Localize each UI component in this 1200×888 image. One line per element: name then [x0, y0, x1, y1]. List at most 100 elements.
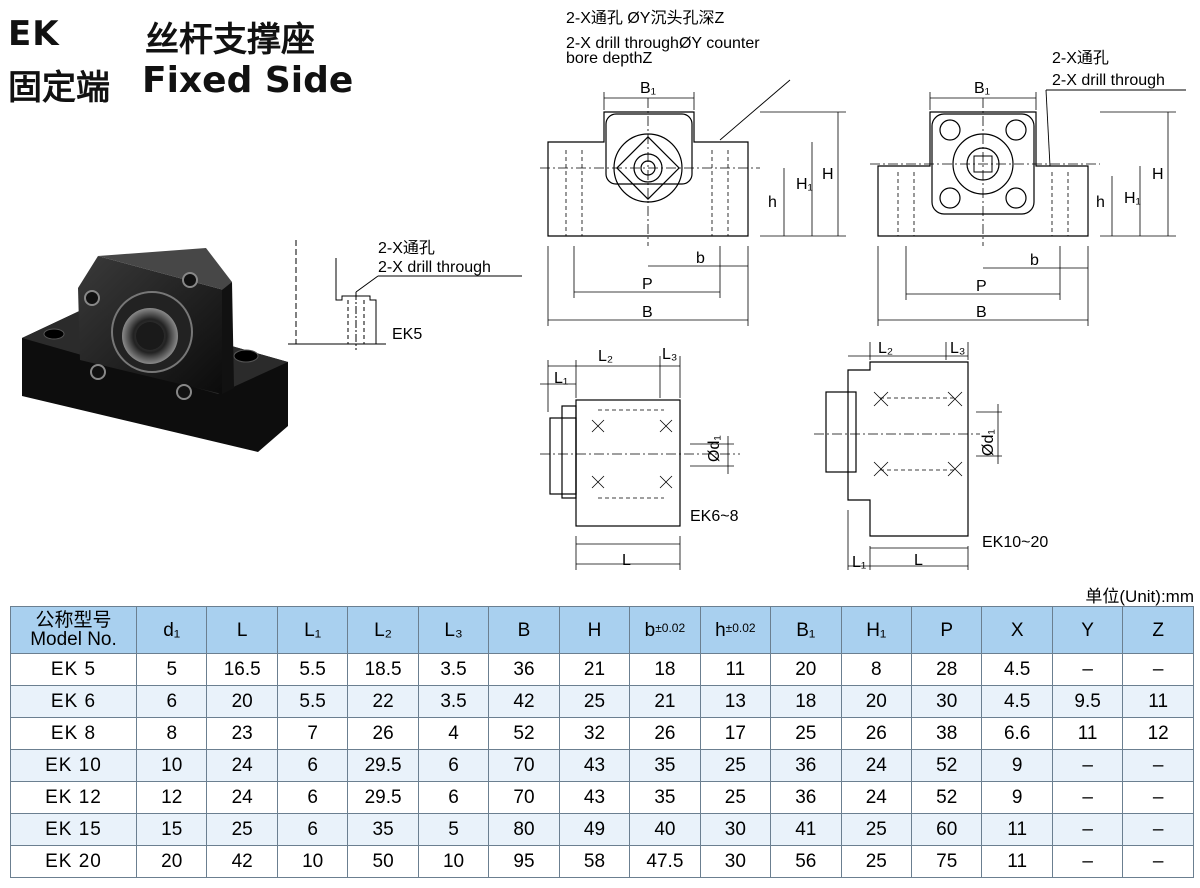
header-model: 公称型号 Model No. — [10, 606, 137, 654]
technical-drawings — [22, 79, 1186, 570]
table-cell: 41 — [770, 813, 842, 846]
table-cell: 5 — [417, 813, 490, 846]
table-cell: 25 — [840, 845, 912, 878]
dim-l3-right: L₃ — [950, 340, 966, 357]
table-cell: 43 — [558, 781, 631, 814]
unit-label: 单位(Unit):mm — [1085, 587, 1194, 606]
table-cell: 29.5 — [347, 781, 419, 814]
table-cell: 30 — [910, 685, 983, 718]
dim-b-small-left: b — [696, 250, 705, 267]
table-cell: 26 — [840, 717, 912, 750]
table-cell: 6.6 — [981, 717, 1053, 750]
table-cell: 13 — [699, 685, 772, 718]
table-cell: 24 — [840, 749, 912, 782]
table-cell: – — [1051, 845, 1124, 878]
table-cell: – — [1051, 781, 1124, 814]
table-cell: 8 — [840, 653, 912, 686]
dim-h-right: H — [1152, 166, 1164, 183]
table-cell: 24 — [206, 781, 278, 814]
table-cell: 29.5 — [347, 749, 419, 782]
dim-l-left: L — [622, 552, 631, 569]
table-cell: 4.5 — [981, 653, 1053, 686]
table-cell: 35 — [347, 813, 419, 846]
table-cell: 5 — [135, 653, 208, 686]
label-ek6-8: EK6~8 — [690, 508, 739, 525]
dim-p-left: P — [642, 276, 653, 293]
dim-b-left: B — [642, 304, 653, 321]
table-cell: 30 — [699, 813, 772, 846]
model-cell: EK 8 — [10, 717, 137, 750]
table-cell: 21 — [629, 685, 701, 718]
header-h1: H₁ — [840, 606, 912, 654]
header-model-en: Model No. — [30, 629, 117, 650]
table-cell: 40 — [629, 813, 701, 846]
table-cell: 58 — [558, 845, 631, 878]
note-top-english-2: bore depthZ — [566, 50, 653, 67]
dim-h-left: H — [822, 166, 834, 183]
table-cell: 22 — [347, 685, 419, 718]
table-cell: 24 — [206, 749, 278, 782]
dim-b-small-right: b — [1030, 252, 1039, 269]
table-cell: 3.5 — [417, 685, 490, 718]
table-cell: 80 — [488, 813, 560, 846]
table-cell: 38 — [910, 717, 983, 750]
title-fixed-chinese: 固定端 — [8, 68, 110, 108]
header-b-tolerance: ±0.02 — [655, 620, 686, 635]
table-cell: – — [1122, 653, 1194, 686]
table-cell: 8 — [135, 717, 208, 750]
table-cell: 75 — [910, 845, 983, 878]
table-cell: 32 — [558, 717, 631, 750]
table-cell: 35 — [629, 781, 701, 814]
table-cell: 7 — [276, 717, 349, 750]
table-cell: 11 — [981, 845, 1053, 878]
table-cell: 42 — [488, 685, 560, 718]
header-x: X — [981, 606, 1053, 654]
table-cell: 25 — [770, 717, 842, 750]
header-h-small-letter: h — [715, 619, 726, 641]
table-cell: 6 — [276, 749, 349, 782]
table-cell: 49 — [558, 813, 631, 846]
table-cell: 10 — [417, 845, 490, 878]
table-cell: 9.5 — [1051, 685, 1124, 718]
table-cell: 11 — [981, 813, 1053, 846]
table-cell: 52 — [910, 781, 983, 814]
dim-l3-left: L₃ — [662, 346, 678, 363]
header-h: H — [558, 606, 631, 654]
dim-h1-left: H₁ — [796, 176, 813, 193]
table-cell: 6 — [276, 781, 349, 814]
label-ek5: EK5 — [392, 326, 423, 343]
table-cell: 6 — [135, 685, 208, 718]
table-cell: 70 — [488, 781, 560, 814]
table-cell: 12 — [135, 781, 208, 814]
table-cell: 25 — [206, 813, 278, 846]
header-d1: d₁ — [135, 606, 208, 654]
table-cell: 10 — [135, 749, 208, 782]
dim-l1-right: L₁ — [852, 554, 867, 571]
table-cell: 36 — [488, 653, 560, 686]
table-cell: 36 — [770, 781, 842, 814]
dim-h1-right: H₁ — [1124, 190, 1141, 207]
table-cell: 20 — [206, 685, 278, 718]
label-ek10-20: EK10~20 — [982, 534, 1049, 551]
table-cell: 70 — [488, 749, 560, 782]
note-top-english-1: 2-X drill throughØY counter — [566, 35, 760, 52]
table-cell: 43 — [558, 749, 631, 782]
table-cell: 18 — [770, 685, 842, 718]
table-cell: 4 — [417, 717, 490, 750]
table-cell: 18.5 — [347, 653, 419, 686]
table-cell: 30 — [699, 845, 772, 878]
table-cell: 16.5 — [206, 653, 278, 686]
front-view-ek10-20 — [870, 89, 1186, 326]
table-cell: 9 — [981, 749, 1053, 782]
dim-b-right: B — [976, 304, 987, 321]
model-cell: EK 10 — [10, 749, 137, 782]
header-h-small: h±0.02 — [699, 606, 772, 654]
table-cell: 17 — [699, 717, 772, 750]
table-cell: 12 — [1122, 717, 1194, 750]
title-ek-chinese: 丝杆支撑座 — [145, 20, 315, 60]
side-view-ek10-20 — [814, 342, 1002, 570]
